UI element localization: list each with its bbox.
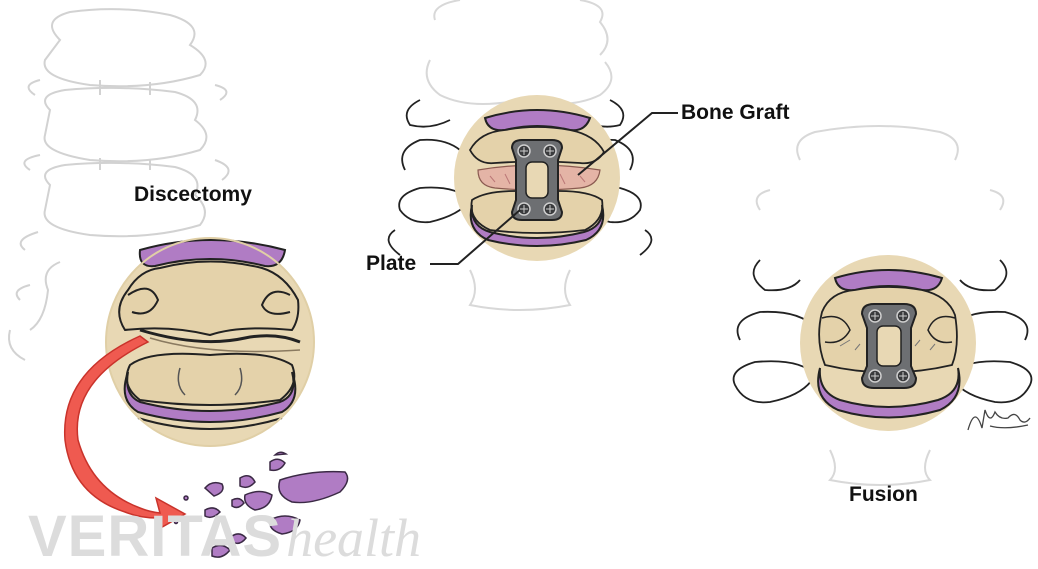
logo-sub: health bbox=[286, 508, 421, 568]
plate-implant bbox=[512, 140, 562, 220]
bone-graft-inset bbox=[454, 95, 620, 261]
fusion-inset bbox=[800, 255, 976, 431]
discectomy-label: Discectomy bbox=[134, 183, 252, 207]
fusion-label: Fusion bbox=[849, 483, 918, 507]
logo-brand: VERITAS bbox=[28, 504, 282, 569]
artist-signature bbox=[968, 410, 1030, 430]
plate-label: Plate bbox=[366, 252, 416, 276]
veritas-health-logo: VERITAShealth bbox=[28, 508, 421, 566]
fusion-plate bbox=[862, 304, 916, 388]
bone-graft-label: Bone Graft bbox=[681, 101, 790, 125]
